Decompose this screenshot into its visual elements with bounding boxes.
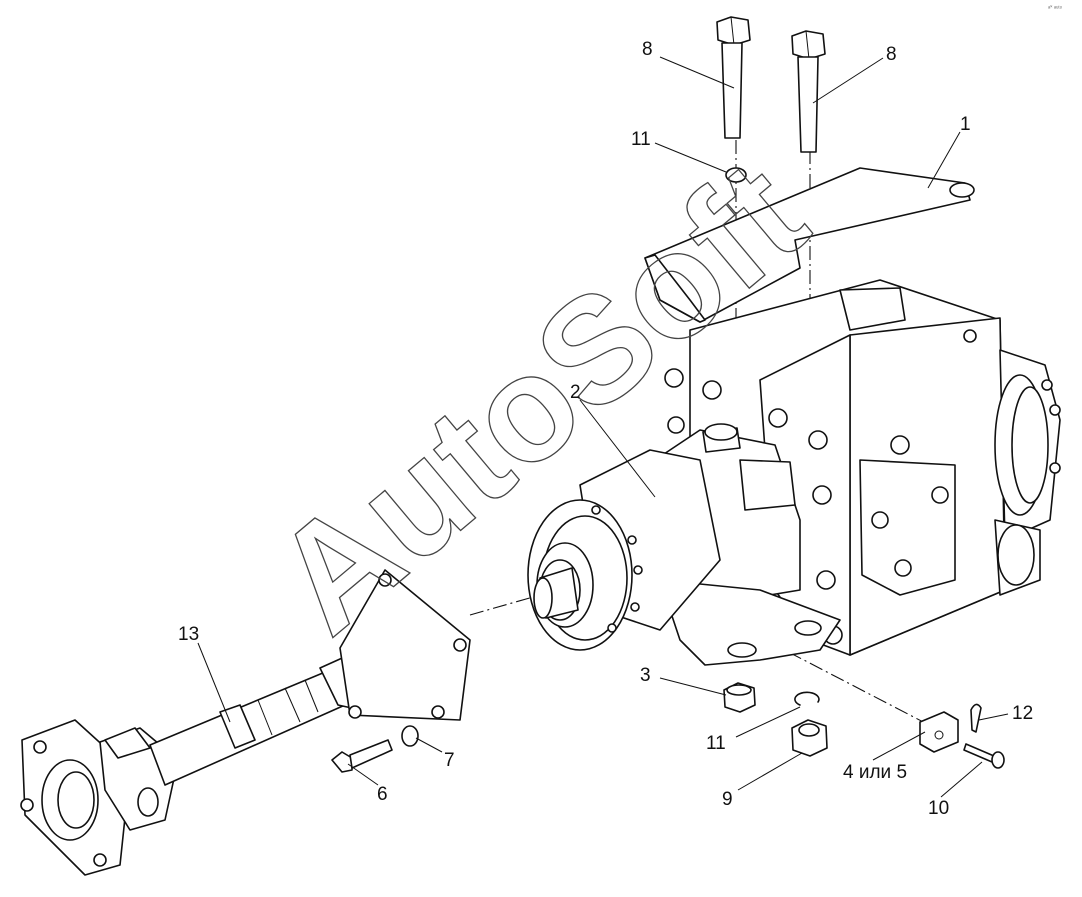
- nut-3: [723, 682, 756, 713]
- callout-11-top: 11: [631, 129, 651, 150]
- bolt-8-right: [791, 30, 826, 153]
- callout-8-left: 8: [642, 39, 653, 60]
- bracket-plate-1: [644, 167, 975, 323]
- cotter-pin-12: [970, 703, 982, 733]
- callout-8-right: 8: [886, 44, 897, 65]
- bolt-6: [331, 739, 393, 773]
- callout-11-bottom: 11: [706, 733, 726, 754]
- cardan-shaft-13: [20, 569, 471, 876]
- leader-lines: [197, 56, 1009, 798]
- callout-labels: 8 8 11 1 2 13 3 7 6 11 9 4 или 5 12 10: [178, 39, 1033, 819]
- callout-1: 1: [960, 114, 971, 135]
- washer-11-top: [725, 167, 747, 183]
- callout-2: 2: [570, 382, 581, 403]
- callout-12: 12: [1012, 703, 1033, 724]
- callout-9: 9: [722, 789, 733, 810]
- pin-10: [963, 743, 1005, 769]
- bolt-8-left: [716, 16, 751, 139]
- nut-9: [791, 719, 828, 757]
- callout-4-or-5: 4 или 5: [843, 762, 907, 783]
- callout-3: 3: [640, 665, 651, 686]
- ring-7: [401, 725, 419, 747]
- corner-mark: ᵃ˟ ᵃᵘᵗᵒ: [1048, 5, 1063, 12]
- gearbox-assembly-2: [527, 279, 1061, 666]
- callout-7: 7: [444, 750, 455, 771]
- callout-13: 13: [178, 624, 199, 645]
- callout-10: 10: [928, 798, 949, 819]
- callout-6: 6: [377, 784, 388, 805]
- clevis-4-or-5: [919, 711, 959, 753]
- washer-11-bottom: [794, 691, 820, 706]
